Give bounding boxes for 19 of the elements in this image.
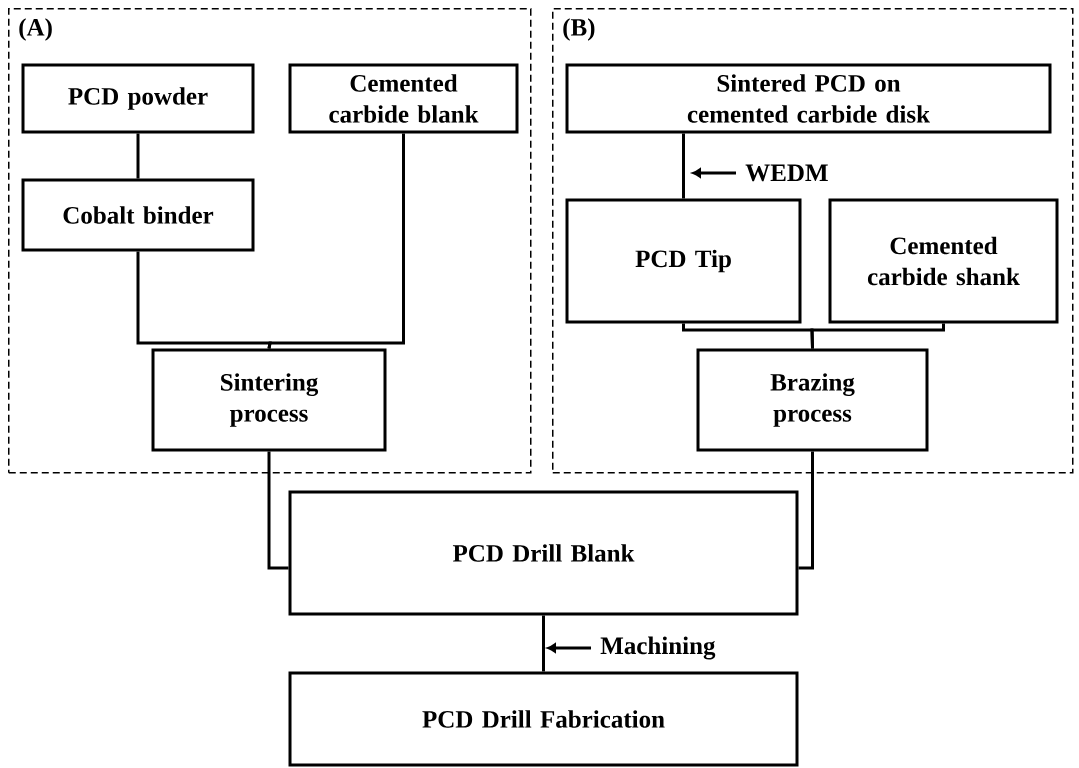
process-box: PCD Drill Fabrication <box>288 671 799 767</box>
edge-label: Machining <box>600 636 716 660</box>
process-box: Cemented carbide blank <box>288 63 519 134</box>
process-box: Brazing process <box>696 348 929 452</box>
process-box: Cemented carbide shank <box>828 198 1059 324</box>
connector-line <box>798 451 814 570</box>
process-box: PCD Drill Blank <box>288 490 799 616</box>
process-box: PCD Tip <box>565 198 802 324</box>
edge-label: WEDM <box>745 164 828 182</box>
process-box: PCD powder <box>21 63 255 134</box>
connector-line <box>542 615 545 672</box>
process-box: Sintered PCD on cemented carbide disk <box>565 63 1052 134</box>
connector-line <box>810 323 945 349</box>
connector-line <box>267 451 289 570</box>
connector-line <box>682 133 685 199</box>
connector-line <box>136 133 140 179</box>
process-box: Sintering process <box>151 348 387 452</box>
connector-line <box>267 133 405 349</box>
process-box: Cobalt binder <box>21 178 255 252</box>
